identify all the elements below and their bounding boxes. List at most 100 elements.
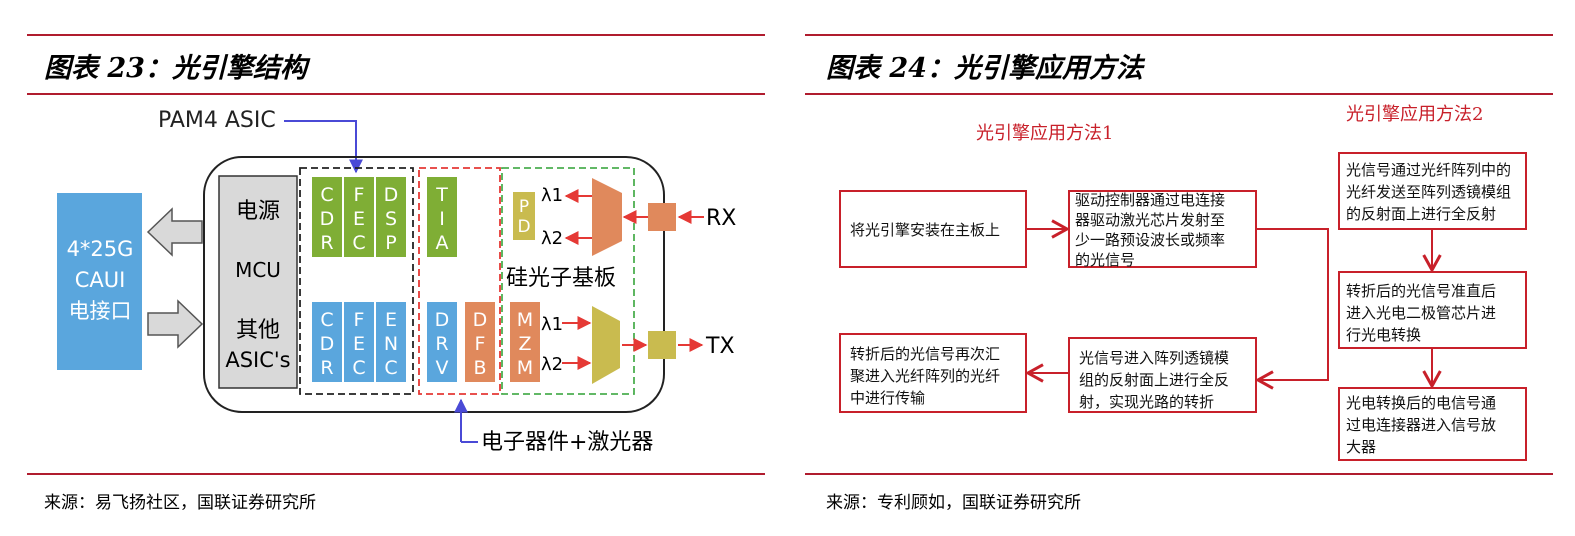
tx-block-fec bbox=[344, 302, 374, 382]
step-text-line: 转折后的光信号再次汇 bbox=[850, 345, 1000, 363]
rx-block-dsp bbox=[376, 177, 406, 257]
step-text-line: 组的反射面上进行全反 bbox=[1079, 371, 1229, 389]
tx-mux bbox=[592, 306, 620, 384]
silicon-photonics-dashed-group bbox=[501, 167, 635, 395]
pd-letter: P bbox=[519, 197, 529, 217]
asic-dashed-group bbox=[299, 167, 414, 395]
drv-letter: V bbox=[436, 357, 449, 379]
input-arrow-icon bbox=[147, 299, 204, 349]
rx-port bbox=[648, 203, 676, 231]
tia-letter: A bbox=[436, 232, 449, 254]
step-text-line: 光纤发送至阵列透镜模组 bbox=[1346, 183, 1511, 201]
tx-lambda1-label: λ1 bbox=[541, 314, 563, 335]
power-label: 电源 bbox=[236, 199, 280, 224]
rx-block-letter: E bbox=[353, 208, 365, 230]
dfb-letters: DFB bbox=[473, 309, 488, 379]
step-text-line: 少一路预设波长或频率 bbox=[1075, 231, 1225, 249]
top-rule bbox=[805, 34, 1553, 36]
step-text-line: 进入光电二极管芯片进 bbox=[1346, 304, 1496, 322]
connector-line-2: CAUI bbox=[75, 268, 126, 292]
drv-block bbox=[427, 302, 457, 382]
dfb-letter: F bbox=[475, 333, 486, 355]
rx-block-fec bbox=[344, 177, 374, 257]
electronics-laser-dashed-group bbox=[418, 167, 501, 395]
pd-letter: D bbox=[517, 217, 530, 237]
rx-block-letter: C bbox=[352, 232, 365, 254]
tia-letter: I bbox=[439, 208, 445, 230]
method-2-label: 光引擎应用方法2 bbox=[1346, 104, 1483, 125]
dfb-letter: B bbox=[473, 357, 486, 379]
method-1-label: 光引擎应用方法1 bbox=[976, 123, 1113, 144]
title-rule bbox=[27, 93, 765, 95]
tx-block-letter: E bbox=[385, 309, 397, 331]
mzm-block bbox=[510, 302, 540, 382]
step-text-line: 光电转换后的电信号通 bbox=[1346, 394, 1496, 412]
figure-23-title: 图表 23：光引擎结构 bbox=[44, 53, 307, 84]
electrical-connector bbox=[57, 193, 142, 370]
step-box-fiber-to-lens bbox=[1338, 152, 1527, 230]
pd-block bbox=[513, 192, 535, 240]
tx-block-letter: F bbox=[354, 309, 365, 331]
rx-lambda2-label: λ2 bbox=[541, 228, 563, 249]
pam4-asic-label: PAM4 ASIC bbox=[158, 108, 276, 133]
dfb-letter: D bbox=[473, 309, 488, 331]
bottom-rule bbox=[27, 473, 765, 475]
step-text-line: 中进行传输 bbox=[850, 389, 925, 407]
tia-letter: T bbox=[435, 184, 448, 206]
top-rule bbox=[27, 34, 765, 36]
step-box-refocus-fiber bbox=[839, 333, 1027, 413]
title-rule bbox=[805, 93, 1553, 95]
step-box-photodiode bbox=[1338, 271, 1527, 349]
connector-line-1: 4*25G bbox=[67, 237, 134, 261]
substrate-label: 硅光子基板 bbox=[506, 266, 616, 291]
step-box-amplifier bbox=[1338, 387, 1527, 461]
rx-lambda1-label: λ1 bbox=[541, 185, 563, 206]
rx-block-letter: F bbox=[354, 184, 365, 206]
mzm-letter: M bbox=[517, 309, 533, 331]
step-text-line: 过电连接器进入信号放 bbox=[1346, 416, 1496, 434]
tx-block-letter: C bbox=[352, 357, 365, 379]
step-box-mount-engine bbox=[839, 190, 1027, 268]
tx-block-letter: D bbox=[320, 333, 335, 355]
rx-block-letter: D bbox=[384, 184, 399, 206]
other-asic-line-2: ASIC's bbox=[225, 348, 290, 372]
mzm-letter: M bbox=[517, 357, 533, 379]
step-text-line: 光信号进入阵列透镜模 bbox=[1079, 349, 1229, 367]
figure-24-source: 来源：专利顾如，国联证券研究所 bbox=[826, 493, 1081, 513]
control-column bbox=[218, 175, 298, 389]
step-text-line: 大器 bbox=[1346, 438, 1376, 456]
flowchart-texts: 将光引擎安装在主板上驱动控制器通过电连接器驱动激光芯片发射至少一路预设波长或频率… bbox=[850, 161, 1511, 456]
step-text-line: 聚进入光纤阵列的光纤 bbox=[850, 367, 1000, 385]
drv-letter: R bbox=[435, 333, 448, 355]
pam4-asic-arrow bbox=[284, 120, 363, 174]
tx-block-letter: C bbox=[320, 309, 333, 331]
drv-letter: D bbox=[435, 309, 450, 331]
rx-block-letter: C bbox=[320, 184, 333, 206]
figure-23-source: 来源：易飞扬社区，国联证券研究所 bbox=[44, 493, 316, 513]
tx-block-letter: R bbox=[320, 357, 333, 379]
figure-24-title: 图表 24：光引擎应用方法 bbox=[826, 53, 1143, 84]
connector-line-3: 电接口 bbox=[69, 299, 132, 323]
step-text-line: 射，实现光路的转折 bbox=[1079, 393, 1214, 411]
step-text-line: 驱动控制器通过电连接 bbox=[1075, 191, 1225, 209]
output-arrow-icon bbox=[146, 207, 203, 257]
rx-block-letter: D bbox=[320, 208, 335, 230]
mzm-letters: MZM bbox=[517, 309, 533, 379]
step-box-lens-reflection bbox=[1068, 337, 1257, 413]
step-text-line: 行光电转换 bbox=[1346, 326, 1421, 344]
tia-letters: TIA bbox=[435, 184, 448, 254]
pd-letters: PD bbox=[517, 197, 530, 237]
step-text-line: 的反射面上进行全反射 bbox=[1346, 205, 1496, 223]
bottom-rule bbox=[805, 473, 1553, 475]
tx-label: TX bbox=[705, 334, 735, 359]
mcu-label: MCU bbox=[235, 258, 281, 282]
other-asic-line-1: 其他 bbox=[236, 318, 280, 343]
rx-demux bbox=[592, 178, 622, 256]
tx-lambda2-label: λ2 bbox=[541, 354, 563, 375]
tia-block bbox=[427, 177, 457, 257]
tx-block-cdr bbox=[312, 302, 342, 382]
mzm-letter: Z bbox=[518, 333, 531, 355]
tx-port bbox=[648, 331, 676, 359]
